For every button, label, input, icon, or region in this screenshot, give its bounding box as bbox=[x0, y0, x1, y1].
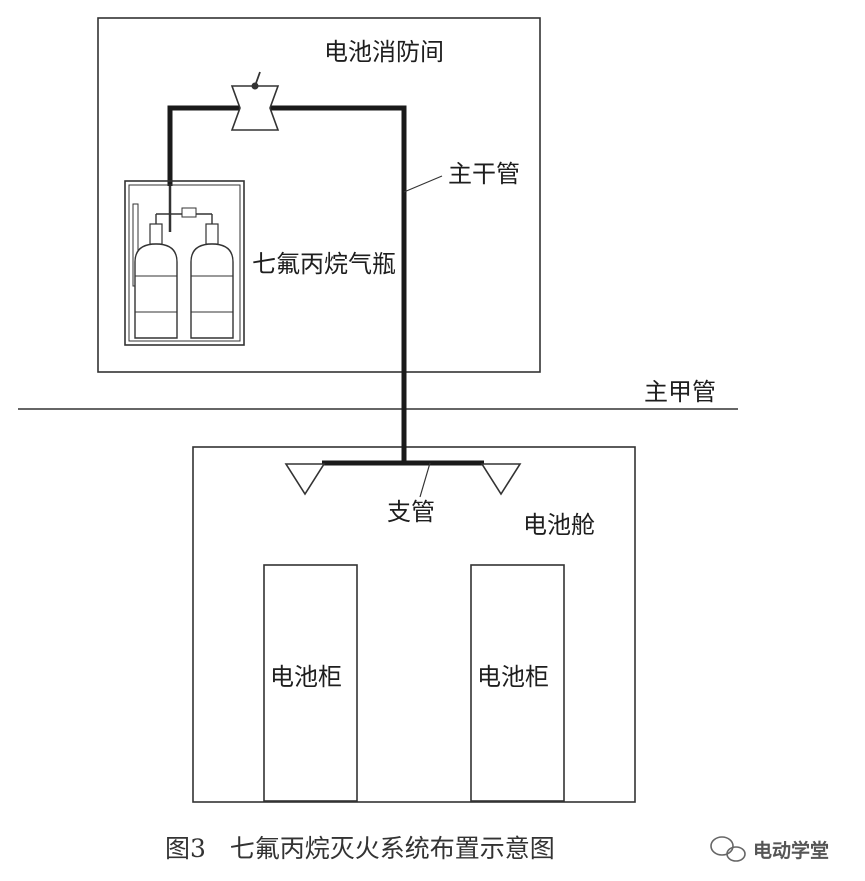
nozzle-left bbox=[284, 463, 326, 496]
battery-cabinet-left-label: 电池柜 bbox=[270, 663, 342, 691]
figure-caption: 图3 七氟丙烷灭火系统布置示意图 bbox=[165, 834, 555, 863]
cylinder-right-icon bbox=[190, 223, 234, 339]
fire-room-label: 电池消防间 bbox=[324, 38, 444, 66]
main-pipe-label: 主干管 bbox=[448, 160, 520, 188]
battery-compartment-label: 电池舱 bbox=[523, 511, 595, 539]
cylinder-label: 七氟丙烷气瓶 bbox=[252, 250, 396, 278]
main-pipe bbox=[167, 105, 407, 463]
watermark-text: 电动学堂 bbox=[753, 839, 829, 862]
fire-room-box bbox=[97, 17, 541, 373]
cylinder-cabinet bbox=[124, 180, 245, 346]
branch-pipe-leader bbox=[419, 462, 431, 498]
battery-cabinet-right-label: 电池柜 bbox=[477, 663, 549, 691]
valve-icon bbox=[230, 71, 280, 131]
battery-cabinet-right bbox=[470, 564, 565, 802]
nozzle-right bbox=[480, 463, 522, 496]
battery-compartment-box bbox=[192, 446, 636, 803]
branch-pipe-label: 支管 bbox=[387, 498, 435, 526]
cylinder-left-icon bbox=[134, 223, 178, 339]
deck-pipe-label: 主甲管 bbox=[644, 378, 716, 406]
battery-cabinet-left bbox=[263, 564, 358, 802]
wechat-icon bbox=[710, 836, 746, 862]
main-pipe-leader bbox=[403, 175, 443, 193]
